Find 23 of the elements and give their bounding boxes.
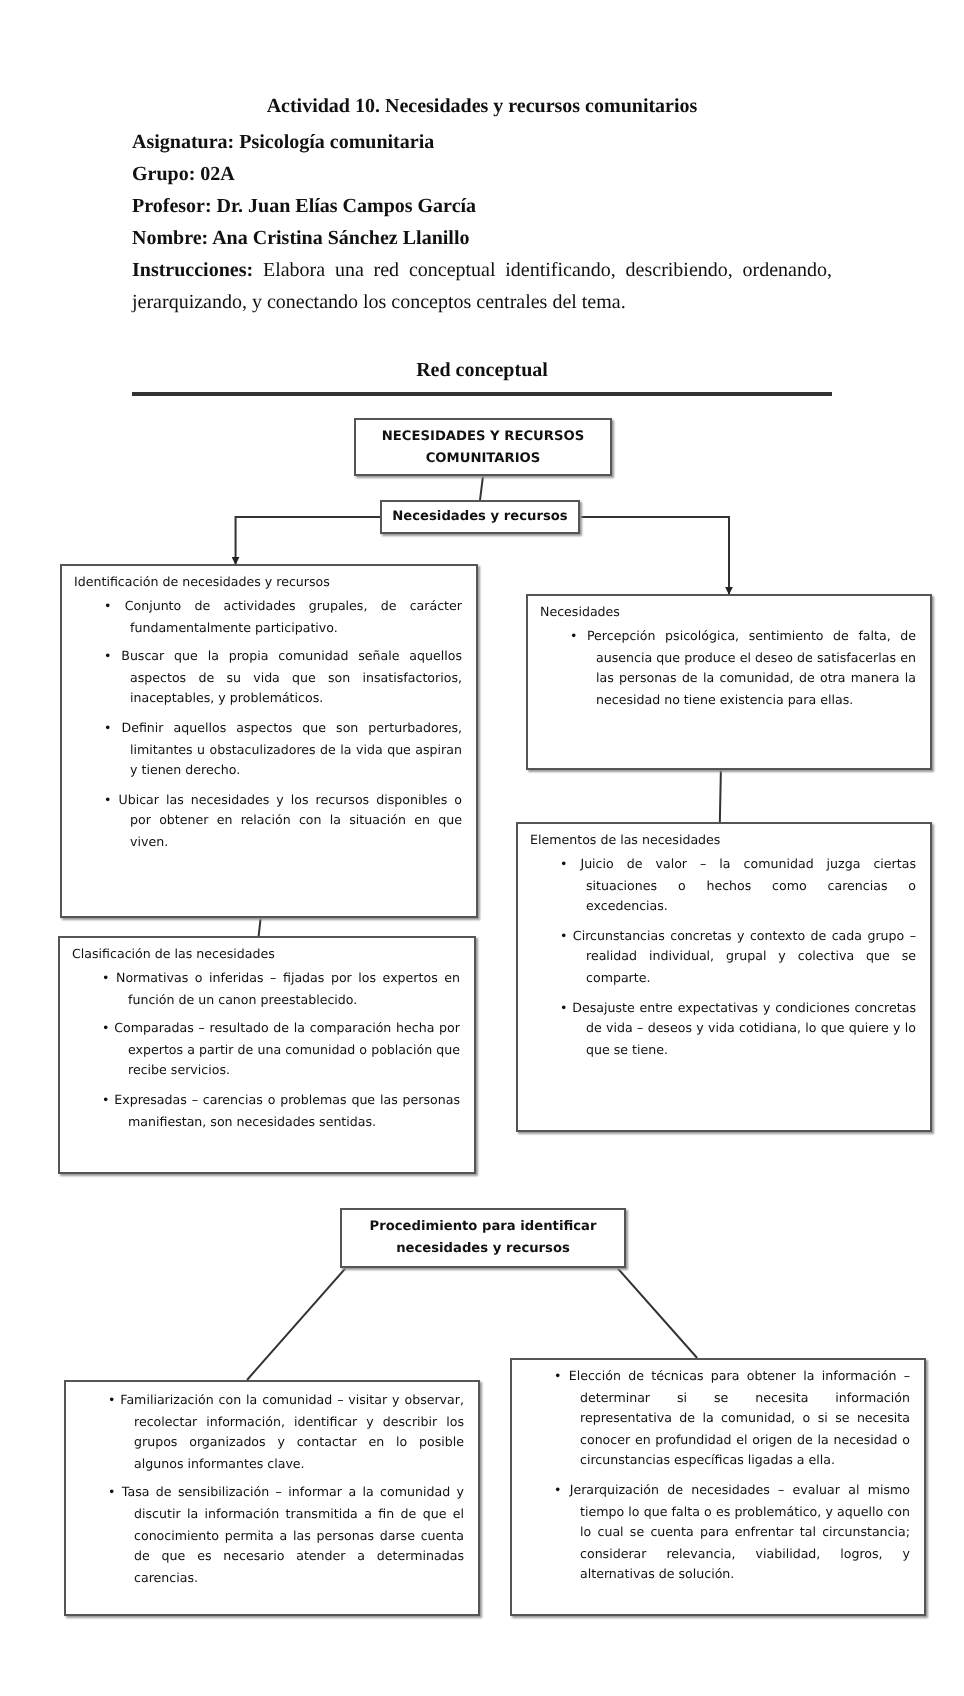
connector-line (246, 1267, 347, 1381)
concept-box (354, 418, 612, 476)
connector-line (616, 1267, 699, 1359)
concept-box (516, 822, 932, 1132)
concept-box (380, 500, 580, 534)
concept-box (510, 1358, 926, 1616)
concept-box (526, 594, 932, 770)
info-line: Nombre: Ana Cristina Sánchez Llanillo (132, 226, 470, 254)
section-heading: Red conceptual (414, 358, 550, 386)
info-line: Grupo: 02A (132, 162, 235, 190)
instructions-text: Instrucciones: Elabora una red conceptual identificando, describiendo, ordenando, jerarquizando, y conectando los conceptos centrales del tema. (132, 258, 832, 318)
info-line: Asignatura: Psicología comunitaria (132, 130, 435, 158)
concept-box (64, 1380, 480, 1616)
document-title: Actividad 10. Necesidades y recursos comunitarios (264, 96, 700, 118)
concept-box (60, 564, 478, 918)
concept-box (58, 936, 476, 1174)
connector-line (718, 769, 722, 823)
connector-line (257, 917, 262, 937)
arrow (579, 516, 733, 595)
info-line: Profesor: Dr. Juan Elías Campos García (132, 194, 477, 222)
arrow (231, 516, 381, 565)
concept-box (340, 1208, 626, 1268)
connector-line (479, 475, 484, 501)
